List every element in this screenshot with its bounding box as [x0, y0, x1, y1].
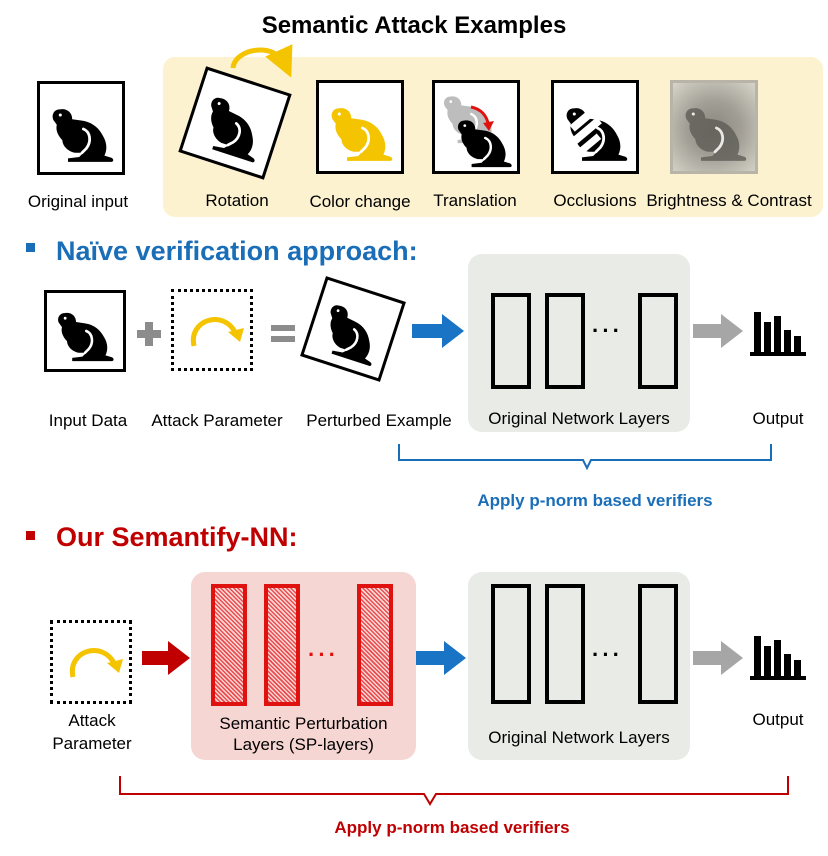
bar-chart-icon [750, 312, 806, 356]
occlusion-image [551, 80, 639, 174]
attack-parameter-label-line1: Attack [68, 711, 116, 730]
ellipsis: ··· [592, 318, 623, 343]
translation-arrow-icon [470, 105, 494, 131]
brace-icon [119, 776, 789, 806]
brightness-contrast-image [670, 80, 758, 174]
example-label-color-change: Color change [309, 192, 411, 211]
frog-icon [680, 93, 750, 163]
naive-heading: Naïve verification approach: [56, 236, 418, 266]
sp-layer-2 [264, 584, 300, 706]
naive-verifier-label: Apply p-norm based verifiers [477, 491, 713, 510]
arrow-right-icon [412, 314, 464, 348]
attack-parameter-label: Attack Parameter [151, 411, 283, 430]
ellipsis: ··· [592, 642, 623, 667]
network-layer-n [638, 293, 678, 389]
frog-icon [326, 93, 396, 163]
perturbed-example-image [300, 276, 406, 382]
frog-icon [53, 299, 117, 363]
sp-layer-n [357, 584, 393, 706]
bullet-icon [26, 531, 35, 540]
network-layer-1 [491, 584, 531, 704]
input-data-label: Input Data [48, 411, 128, 430]
ours-verifier-label: Apply p-norm based verifiers [334, 818, 570, 837]
network-layers-label: Original Network Layers [488, 728, 670, 747]
network-layers-label: Original Network Layers [488, 409, 670, 428]
frog-icon [47, 94, 117, 164]
bar-chart-icon [750, 636, 806, 680]
attack-parameter-label-line2: Parameter [52, 734, 132, 753]
brace-icon [398, 444, 772, 471]
original-input-image [37, 81, 125, 175]
network-layer-2 [545, 584, 585, 704]
network-layer-2 [545, 293, 585, 389]
sp-layer-1 [211, 584, 247, 706]
translation-image [432, 80, 520, 174]
arrow-right-icon [142, 641, 190, 675]
input-data-image [44, 290, 126, 372]
ours-network-panel [468, 572, 690, 760]
network-layer-1 [491, 293, 531, 389]
sp-layers-label-line1: Semantic Perturbation [219, 714, 388, 733]
equals-icon [271, 325, 295, 342]
arrow-right-icon [416, 641, 466, 675]
arrow-right-icon [693, 314, 743, 348]
rotate-arrow-icon [69, 648, 123, 678]
example-label-rotation: Rotation [205, 191, 269, 210]
page-title: Semantic Attack Examples [261, 12, 567, 39]
ours-heading: Our Semantify-NN: [56, 522, 298, 552]
frog-icon [313, 289, 394, 370]
bullet-icon [26, 243, 35, 252]
attack-parameter-box [50, 620, 132, 704]
naive-network-panel [468, 254, 690, 432]
color-change-image [316, 80, 404, 174]
frog-icon [192, 80, 278, 166]
output-label: Output [752, 710, 804, 729]
ellipsis: ··· [308, 642, 339, 667]
rotate-arrow-icon [230, 44, 293, 78]
example-label-translation: Translation [433, 191, 517, 210]
rotate-arrow-icon [190, 317, 244, 347]
example-label-occlusions: Occlusions [553, 191, 637, 210]
perturbed-example-label: Perturbed Example [306, 411, 452, 430]
network-layer-n [638, 584, 678, 704]
attack-parameter-box [171, 289, 253, 371]
plus-icon [137, 322, 161, 346]
example-label-brightness-contrast: Brightness & Contrast [646, 191, 812, 210]
arrow-right-icon [693, 641, 743, 675]
example-label-original: Original input [27, 192, 129, 211]
sp-layers-label-line2: Layers (SP-layers) [233, 735, 374, 754]
output-label: Output [752, 409, 804, 428]
